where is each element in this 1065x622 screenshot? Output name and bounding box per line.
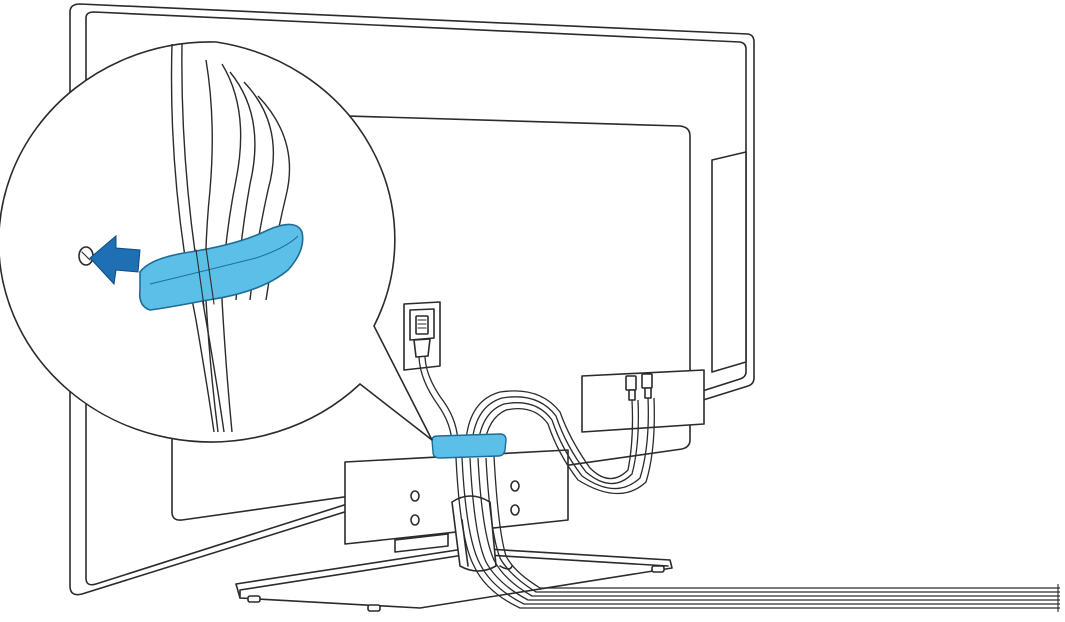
power-socket <box>403 301 441 371</box>
magnified-callout <box>0 41 433 443</box>
side-vent <box>711 151 747 373</box>
arrow-icon <box>89 234 141 286</box>
tv-stand <box>235 495 673 612</box>
connector-recess <box>581 369 705 433</box>
signal-connectors <box>625 373 653 401</box>
cable-clip <box>431 433 507 459</box>
magnified-cable-clip <box>138 223 304 311</box>
screw-holes <box>410 480 520 526</box>
cable-bundle <box>418 356 1060 612</box>
